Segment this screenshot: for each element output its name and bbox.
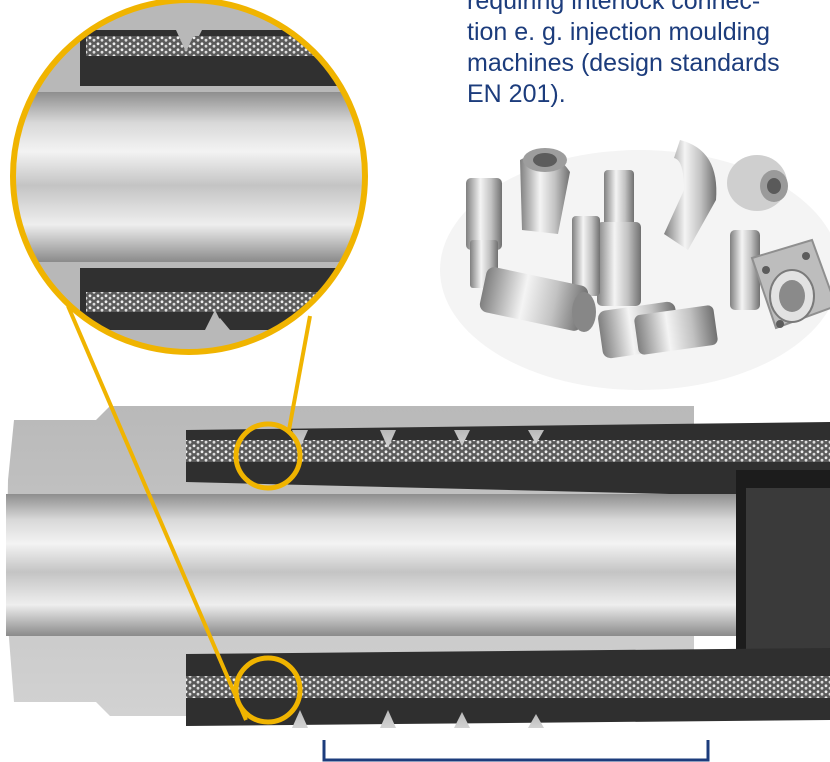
body-text-line: tion e. g. injection moulding bbox=[467, 18, 770, 46]
body-text-line: requiring interlock connec- bbox=[467, 0, 761, 15]
body-text: requiring interlock connec- tion e. g. i… bbox=[467, 0, 830, 110]
magnified-detail bbox=[13, 0, 365, 352]
highlight-circle-bottom bbox=[233, 655, 303, 725]
connector-line-bottom bbox=[66, 305, 248, 721]
connector-line-top bbox=[287, 315, 312, 431]
magnifier-ring bbox=[10, 0, 368, 355]
hose-cutaway bbox=[6, 406, 830, 728]
body-text-line: machines (design standards bbox=[467, 49, 780, 77]
highlight-circle-top bbox=[233, 421, 303, 491]
crimp-zone-bracket bbox=[322, 740, 710, 762]
fittings-photo bbox=[440, 140, 830, 390]
body-text-line: EN 201). bbox=[467, 80, 566, 108]
